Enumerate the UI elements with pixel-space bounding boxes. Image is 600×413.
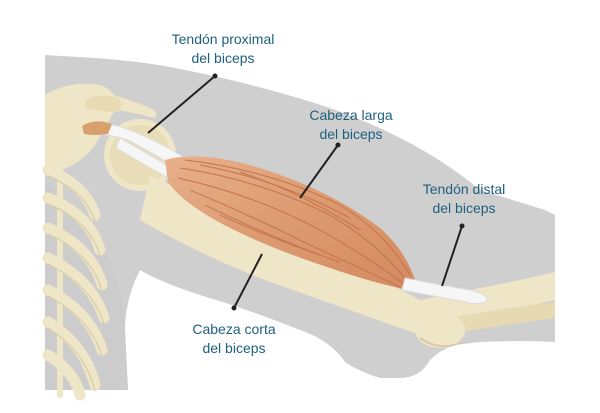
label-proximal-tendon: Tendón proximal del biceps	[158, 30, 288, 68]
label-short-head-line2: del biceps	[202, 340, 266, 356]
biceps-muscle	[165, 156, 415, 290]
label-distal-line2: del biceps	[432, 200, 496, 216]
label-proximal-line1: Tendón proximal	[171, 31, 275, 47]
leader-distal	[441, 225, 463, 287]
leader-long-head	[299, 144, 339, 199]
label-long-head-line1: Cabeza larga	[309, 107, 393, 123]
leader-lines	[147, 75, 463, 309]
distal-tendon	[401, 277, 489, 305]
rib-cage	[42, 147, 110, 401]
label-short-head-line1: Cabeza corta	[192, 321, 276, 337]
label-distal-tendon: Tendón distal del biceps	[404, 180, 524, 218]
label-short-head: Cabeza corta del biceps	[174, 320, 294, 358]
leader-short-head	[233, 253, 263, 309]
label-proximal-line2: del biceps	[191, 50, 255, 66]
leader-proximal	[147, 75, 216, 134]
label-long-head-line2: del biceps	[319, 126, 383, 142]
muscle-fibres	[177, 159, 411, 288]
label-long-head: Cabeza larga del biceps	[296, 106, 406, 144]
label-distal-line1: Tendón distal	[422, 181, 506, 197]
